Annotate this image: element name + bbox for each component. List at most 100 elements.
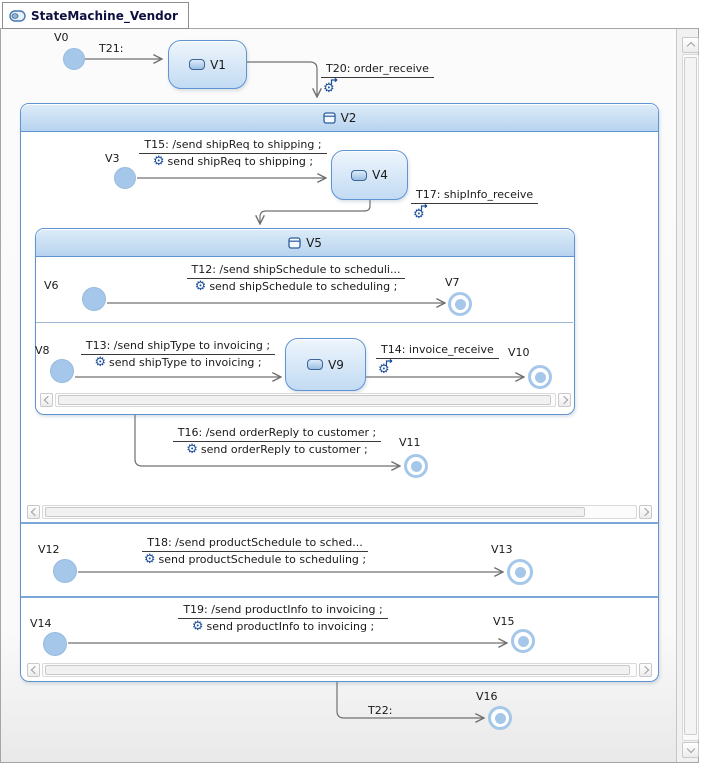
statemachine-icon: [9, 9, 26, 22]
state-v9-label: V9: [328, 357, 344, 372]
transition-t20-label[interactable]: T20: order_receive ⚙: [321, 62, 434, 95]
transition-t18-label[interactable]: T18: /send productSchedule to sched... ⚙…: [126, 536, 384, 567]
transition-name: T19: /send productInfo to invoicing ;: [178, 603, 388, 619]
transition-t17-label[interactable]: T17: shipInfo_receive ⚙: [411, 188, 539, 221]
transition-name: T17: shipInfo_receive: [411, 188, 539, 204]
chevron-right-icon: [640, 665, 649, 675]
scroll-thumb[interactable]: [58, 395, 551, 405]
v2-region1-h-scrollbar[interactable]: [27, 505, 652, 519]
scroll-left-button[interactable]: [27, 663, 40, 677]
scroll-left-button[interactable]: [40, 393, 53, 407]
chevron-left-icon: [43, 395, 52, 405]
chevron-left-icon: [30, 507, 39, 517]
effect-gear-icon: ⚙: [152, 154, 165, 169]
final-state-dot: [517, 635, 529, 647]
scroll-track[interactable]: [682, 54, 699, 741]
final-state-dot: [494, 712, 506, 724]
composite-state-icon: [288, 236, 301, 249]
transition-name: T13: /send shipType to invoicing ;: [80, 339, 276, 355]
state-v1[interactable]: V1: [168, 40, 247, 89]
final-state-v15[interactable]: [511, 629, 535, 653]
transition-effect: send shipType to invoicing ;: [109, 356, 262, 369]
transition-effect: send orderReply to customer ;: [200, 443, 368, 456]
state-v4[interactable]: V4: [331, 150, 408, 200]
state-v5-label: V5: [306, 235, 322, 250]
transition-t22-label[interactable]: T22:: [368, 704, 393, 717]
transition-name: T18: /send productSchedule to sched...: [142, 536, 368, 552]
chevron-right-icon: [640, 507, 649, 517]
trigger-gear-icon: ⚙: [413, 204, 430, 221]
state-icon: [307, 359, 324, 370]
state-v5[interactable]: V5: [35, 228, 575, 415]
scroll-thumb[interactable]: [45, 507, 585, 517]
scroll-track[interactable]: [42, 505, 637, 519]
final-state-v13[interactable]: [507, 559, 533, 585]
transition-t14-label[interactable]: T14: invoice_receive ⚙: [376, 343, 499, 376]
canvas-v-scrollbar[interactable]: [682, 37, 699, 758]
scroll-right-button[interactable]: [639, 663, 652, 677]
effect-gear-icon: ⚙: [191, 619, 204, 634]
initial-state-v3[interactable]: [114, 167, 136, 189]
state-v3-label[interactable]: V3: [105, 152, 120, 165]
trigger-gear-icon: ⚙: [323, 78, 340, 95]
initial-state-v12[interactable]: [53, 559, 77, 583]
chevron-up-icon: [686, 41, 695, 51]
effect-gear-icon: ⚙: [143, 552, 156, 567]
final-state-v11[interactable]: [404, 454, 428, 478]
transition-t15-label[interactable]: T15: /send shipReq to shipping ; ⚙ send …: [128, 138, 338, 169]
transition-effect: send productInfo to invoicing ;: [206, 620, 375, 633]
transition-t13-label[interactable]: T13: /send shipType to invoicing ; ⚙ sen…: [76, 339, 280, 370]
initial-state-v6[interactable]: [82, 287, 106, 311]
scroll-down-button[interactable]: [682, 742, 699, 758]
transition-t19-label[interactable]: T19: /send productInfo to invoicing ; ⚙ …: [170, 603, 396, 634]
state-v0-label[interactable]: V0: [54, 31, 69, 44]
state-v7-label[interactable]: V7: [445, 276, 460, 289]
v5-h-scrollbar[interactable]: [40, 393, 571, 407]
region-divider: [21, 596, 658, 598]
scroll-thumb[interactable]: [45, 665, 630, 675]
state-v11-label[interactable]: V11: [399, 436, 421, 449]
trigger-gear-icon: ⚙: [378, 359, 395, 376]
scroll-track[interactable]: [55, 393, 556, 407]
scroll-right-button[interactable]: [639, 505, 652, 519]
state-v15-label[interactable]: V15: [493, 615, 515, 628]
final-state-v7[interactable]: [448, 292, 472, 316]
final-state-dot: [410, 460, 422, 472]
state-v5-header[interactable]: V5: [36, 229, 574, 257]
state-v6-label[interactable]: V6: [44, 279, 59, 292]
state-v9[interactable]: V9: [285, 338, 366, 391]
final-state-v16[interactable]: [488, 706, 512, 730]
initial-state-v0[interactable]: [63, 48, 85, 70]
transition-t12-label[interactable]: T12: /send shipSchedule to scheduli... ⚙…: [163, 263, 429, 294]
scroll-track[interactable]: [42, 663, 637, 677]
state-v13-label[interactable]: V13: [491, 543, 513, 556]
state-v12-label[interactable]: V12: [38, 543, 60, 556]
final-state-v10[interactable]: [528, 365, 552, 389]
initial-state-v14[interactable]: [43, 632, 67, 656]
v2-bottom-h-scrollbar[interactable]: [27, 663, 652, 677]
scroll-up-button[interactable]: [682, 37, 699, 53]
state-v10-label[interactable]: V10: [508, 346, 530, 359]
state-v14-label[interactable]: V14: [30, 617, 52, 630]
transition-effect: send shipReq to shipping ;: [167, 155, 314, 168]
state-v1-label: V1: [210, 57, 226, 72]
initial-state-v8[interactable]: [50, 359, 74, 383]
state-icon: [189, 59, 206, 70]
final-state-dot: [514, 566, 526, 578]
scroll-left-button[interactable]: [27, 505, 40, 519]
diagram-tab[interactable]: StateMachine_Vendor: [2, 2, 189, 29]
transition-t21-label[interactable]: T21:: [99, 42, 124, 55]
scroll-thumb[interactable]: [684, 57, 697, 735]
state-v2-header[interactable]: V2: [21, 104, 658, 132]
effect-gear-icon: ⚙: [94, 355, 107, 370]
state-v2-label: V2: [340, 110, 357, 125]
state-v8-label[interactable]: V8: [35, 344, 50, 357]
chevron-down-icon: [686, 744, 695, 754]
effect-gear-icon: ⚙: [186, 442, 198, 457]
transition-t16-label[interactable]: T16: /send orderReply to customer ; ⚙ se…: [166, 426, 388, 457]
region-divider: [21, 522, 658, 524]
transition-effect: send shipSchedule to scheduling ;: [209, 280, 398, 293]
state-v16-label[interactable]: V16: [476, 690, 498, 703]
scroll-right-button[interactable]: [558, 393, 571, 407]
